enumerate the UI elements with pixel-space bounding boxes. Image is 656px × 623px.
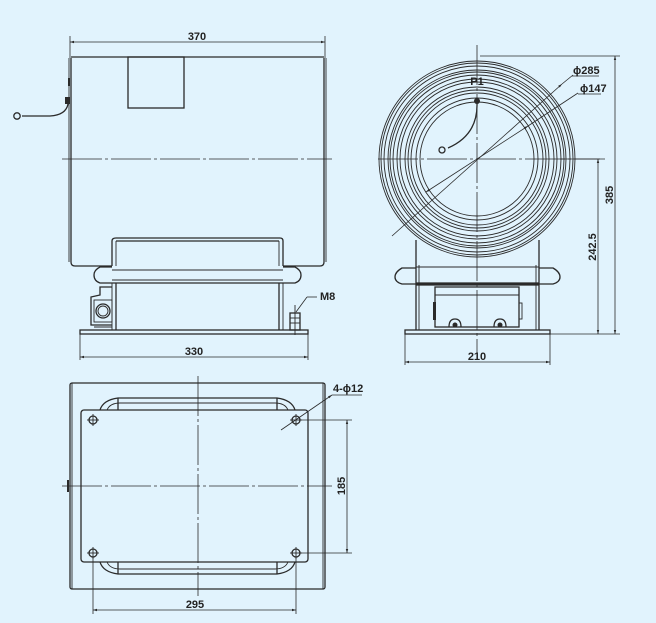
dim-outer-diameter: ϕ285 bbox=[573, 65, 600, 77]
dim-total-height: 385 bbox=[604, 186, 616, 204]
dim-base-width: 210 bbox=[468, 351, 486, 363]
side-view: P1 ϕ285 ϕ147 bbox=[378, 45, 620, 365]
dim-hole-spacing-x: 295 bbox=[186, 599, 204, 611]
label-holes: 4-ϕ12 bbox=[333, 383, 363, 395]
label-m8: M8 bbox=[320, 291, 335, 303]
front-view: 370 bbox=[13, 31, 335, 360]
dim-hole-spacing-y: 185 bbox=[336, 477, 348, 495]
secondary-terminal-box bbox=[433, 286, 523, 328]
mounting-holes bbox=[87, 414, 302, 559]
dim-width-top: 370 bbox=[188, 31, 206, 43]
terminal-box bbox=[90, 286, 113, 328]
bottom-view: 4-ϕ12 185 295 bbox=[62, 376, 363, 614]
label-p1: P1 bbox=[470, 76, 483, 88]
cable-lead bbox=[13, 78, 70, 120]
m8-bolt: M8 bbox=[289, 291, 335, 335]
dim-inner-diameter: ϕ147 bbox=[580, 83, 607, 95]
dim-center-height: 242.5 bbox=[587, 233, 599, 261]
dim-width-base: 330 bbox=[185, 346, 203, 358]
